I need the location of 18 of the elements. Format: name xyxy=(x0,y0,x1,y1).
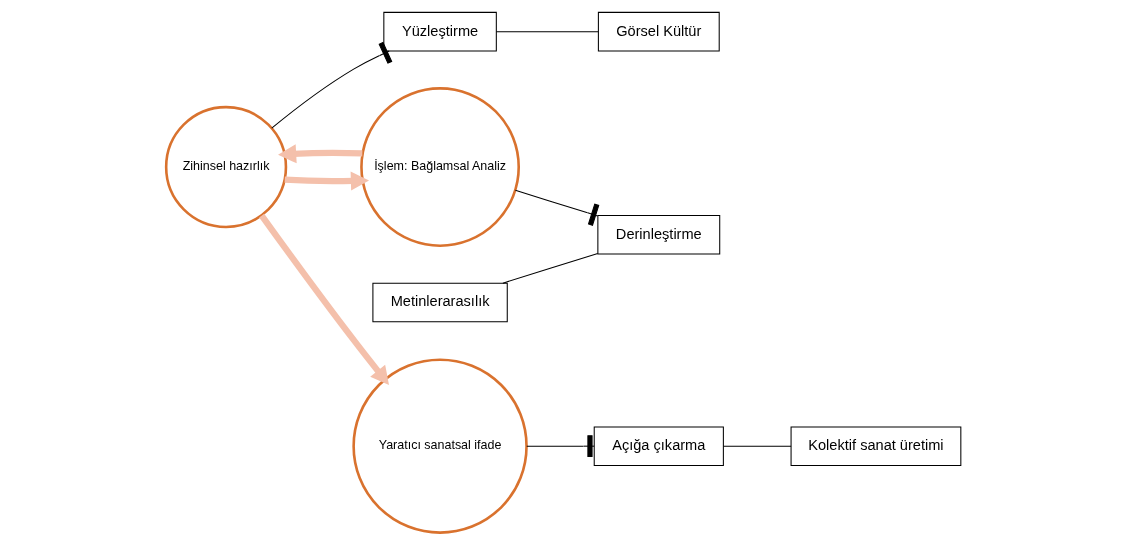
node-box: Görsel Kültür xyxy=(597,11,720,52)
connector xyxy=(495,31,599,33)
arrow xyxy=(258,213,389,385)
node-box: Kolektif sanat üretimi xyxy=(790,426,961,466)
connector xyxy=(501,252,598,284)
connector xyxy=(525,435,595,458)
node-box: Yüzleştirme xyxy=(382,11,497,52)
node-circle: İşlem: Bağlamsal Analiz xyxy=(359,87,520,247)
node-box: Derinleştirme xyxy=(596,214,720,255)
node-circle: Yaratıcı sanatsal ifade xyxy=(351,358,528,534)
arrow xyxy=(277,144,362,164)
arrow xyxy=(284,171,369,191)
connector xyxy=(514,189,599,226)
node-box: Metinlerarasılık xyxy=(371,282,508,323)
node-circle: Zihinsel hazırlık xyxy=(164,105,287,229)
connector xyxy=(270,41,392,129)
node-box: Açığa çıkarma xyxy=(593,426,724,466)
connector xyxy=(722,445,792,447)
